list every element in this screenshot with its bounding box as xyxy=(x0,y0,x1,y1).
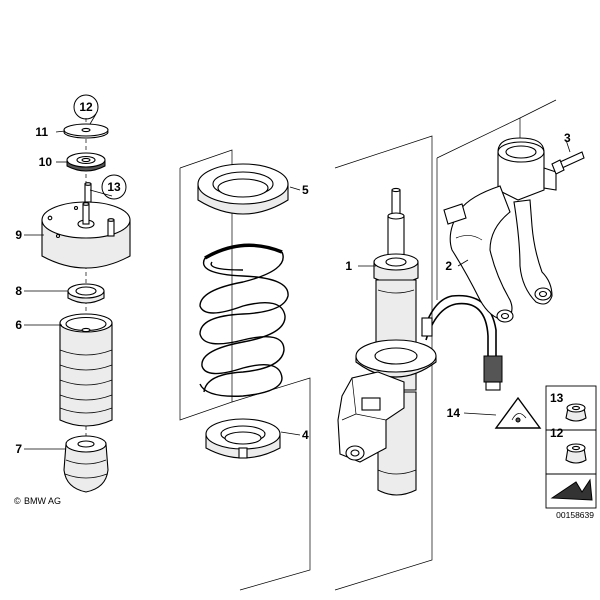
label-12: 12 xyxy=(79,100,93,114)
drawing-number: 00158639 xyxy=(556,510,594,520)
part-10-bushing xyxy=(66,152,106,172)
callout-13: 13 xyxy=(101,174,127,200)
callout-labels: 12 11 10 13 9 8 6 7 5 4 1 2 3 14 13 12 xyxy=(15,94,571,456)
part-8-bearing xyxy=(67,283,105,304)
label-2: 2 xyxy=(445,259,452,273)
label-1: 1 xyxy=(345,259,352,273)
part-14-warning-label xyxy=(494,396,542,429)
label-13: 13 xyxy=(107,180,121,194)
leader-lines xyxy=(24,113,571,450)
callout-12: 12 xyxy=(73,94,99,120)
part-9-support-mount xyxy=(41,182,131,269)
part-13-collar-nut xyxy=(565,403,587,422)
spring-group xyxy=(197,163,289,459)
part-4-lower-spring-pad xyxy=(205,418,281,459)
label-9: 9 xyxy=(15,228,22,242)
label-6: 6 xyxy=(15,318,22,332)
part-12-hex-nut xyxy=(565,443,587,464)
label-11: 11 xyxy=(35,125,48,139)
left-parts-stack xyxy=(41,118,131,493)
direction-arrow-icon xyxy=(550,478,593,501)
part-5-upper-spring-pad xyxy=(197,163,289,215)
part-1-shock-absorber xyxy=(337,187,503,496)
label-4: 4 xyxy=(302,428,309,442)
copyright-text: BMW AG xyxy=(24,496,61,506)
small-parts-panel xyxy=(545,385,597,509)
label-8: 8 xyxy=(15,284,22,298)
part-11-washer xyxy=(63,123,109,139)
label-3: 3 xyxy=(564,131,571,145)
part-3-bolt xyxy=(551,151,585,175)
part-2-wheel-carrier xyxy=(443,137,557,323)
copyright-symbol: © xyxy=(14,496,21,506)
part-7-bump-stop xyxy=(63,435,109,493)
label-5: 5 xyxy=(302,183,309,197)
part-6-protection-tube xyxy=(59,313,113,427)
label-10: 10 xyxy=(39,155,53,169)
label-12-box: 12 xyxy=(550,426,564,440)
label-14: 14 xyxy=(447,406,461,420)
label-13-box: 13 xyxy=(550,391,564,405)
footer: © BMW AG 00158639 xyxy=(14,496,594,520)
coil-spring xyxy=(199,243,289,397)
label-7: 7 xyxy=(15,442,22,456)
